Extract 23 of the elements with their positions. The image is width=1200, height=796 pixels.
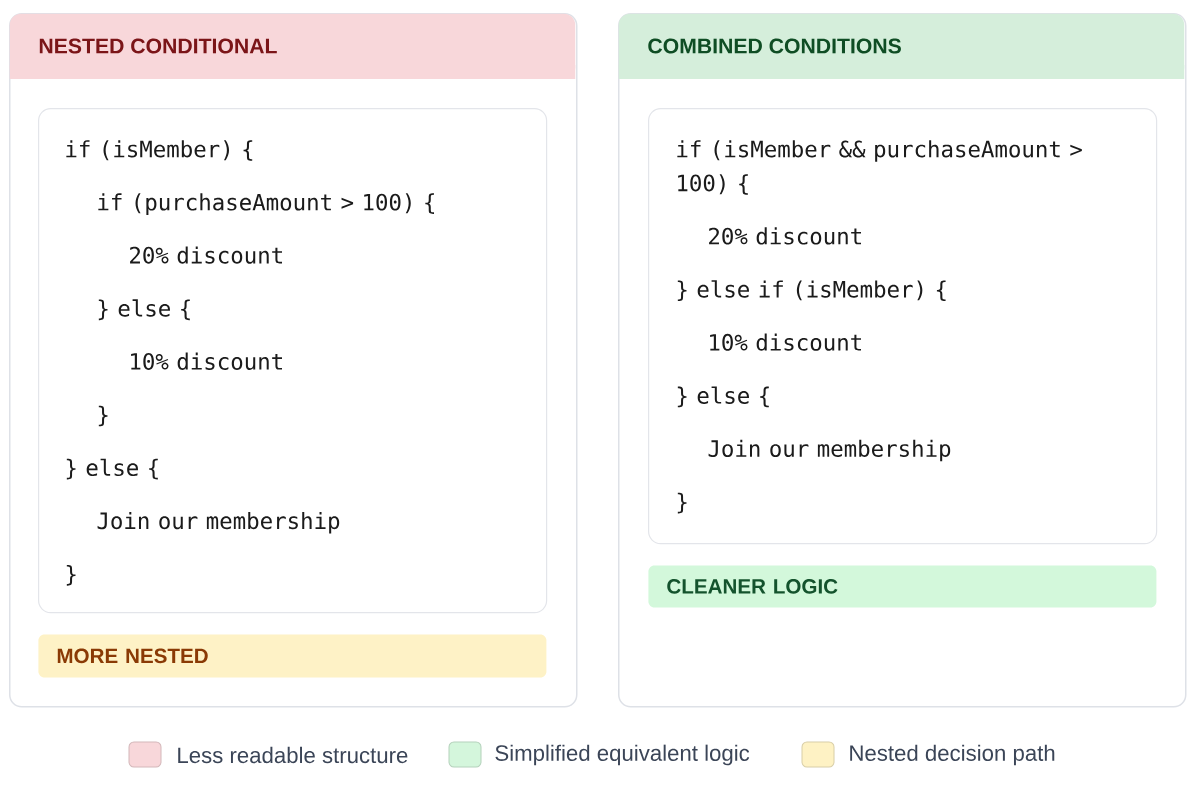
code-line: if (purchaseAmount > 100) {	[98, 193, 434, 215]
code-line: 20% discount	[130, 246, 282, 264]
panel-header: COMBINED CONDITIONS	[618, 13, 1185, 79]
code-line: }	[98, 405, 108, 427]
code-line: if (isMember && purchaseAmount > 100) {	[677, 140, 1082, 195]
code-line: } else {	[98, 299, 190, 321]
legend-label: Less readable structure	[178, 746, 408, 764]
note-bar: CLEANER LOGIC	[648, 565, 1157, 608]
code-line: }	[66, 565, 76, 586]
panel-header: NESTED CONDITIONAL	[9, 13, 576, 79]
code-line: Join our membership	[708, 439, 951, 462]
code-line: 10% discount	[710, 333, 861, 351]
code-line: } else if (isMember) {	[677, 280, 946, 302]
legend-label: Simplified equivalent logic	[495, 744, 750, 766]
code-line: 20% discount	[709, 227, 861, 245]
code-line: if (isMember) {	[66, 140, 253, 161]
code-line: } else {	[677, 386, 769, 408]
code-line: } else {	[66, 458, 158, 480]
code-line: }	[677, 492, 687, 514]
legend-label: Nested decision path	[850, 744, 1055, 766]
code-line: Join our membership	[97, 511, 340, 534]
note-bar: MORE NESTED	[38, 634, 547, 678]
code-line: 10% discount	[131, 352, 282, 370]
